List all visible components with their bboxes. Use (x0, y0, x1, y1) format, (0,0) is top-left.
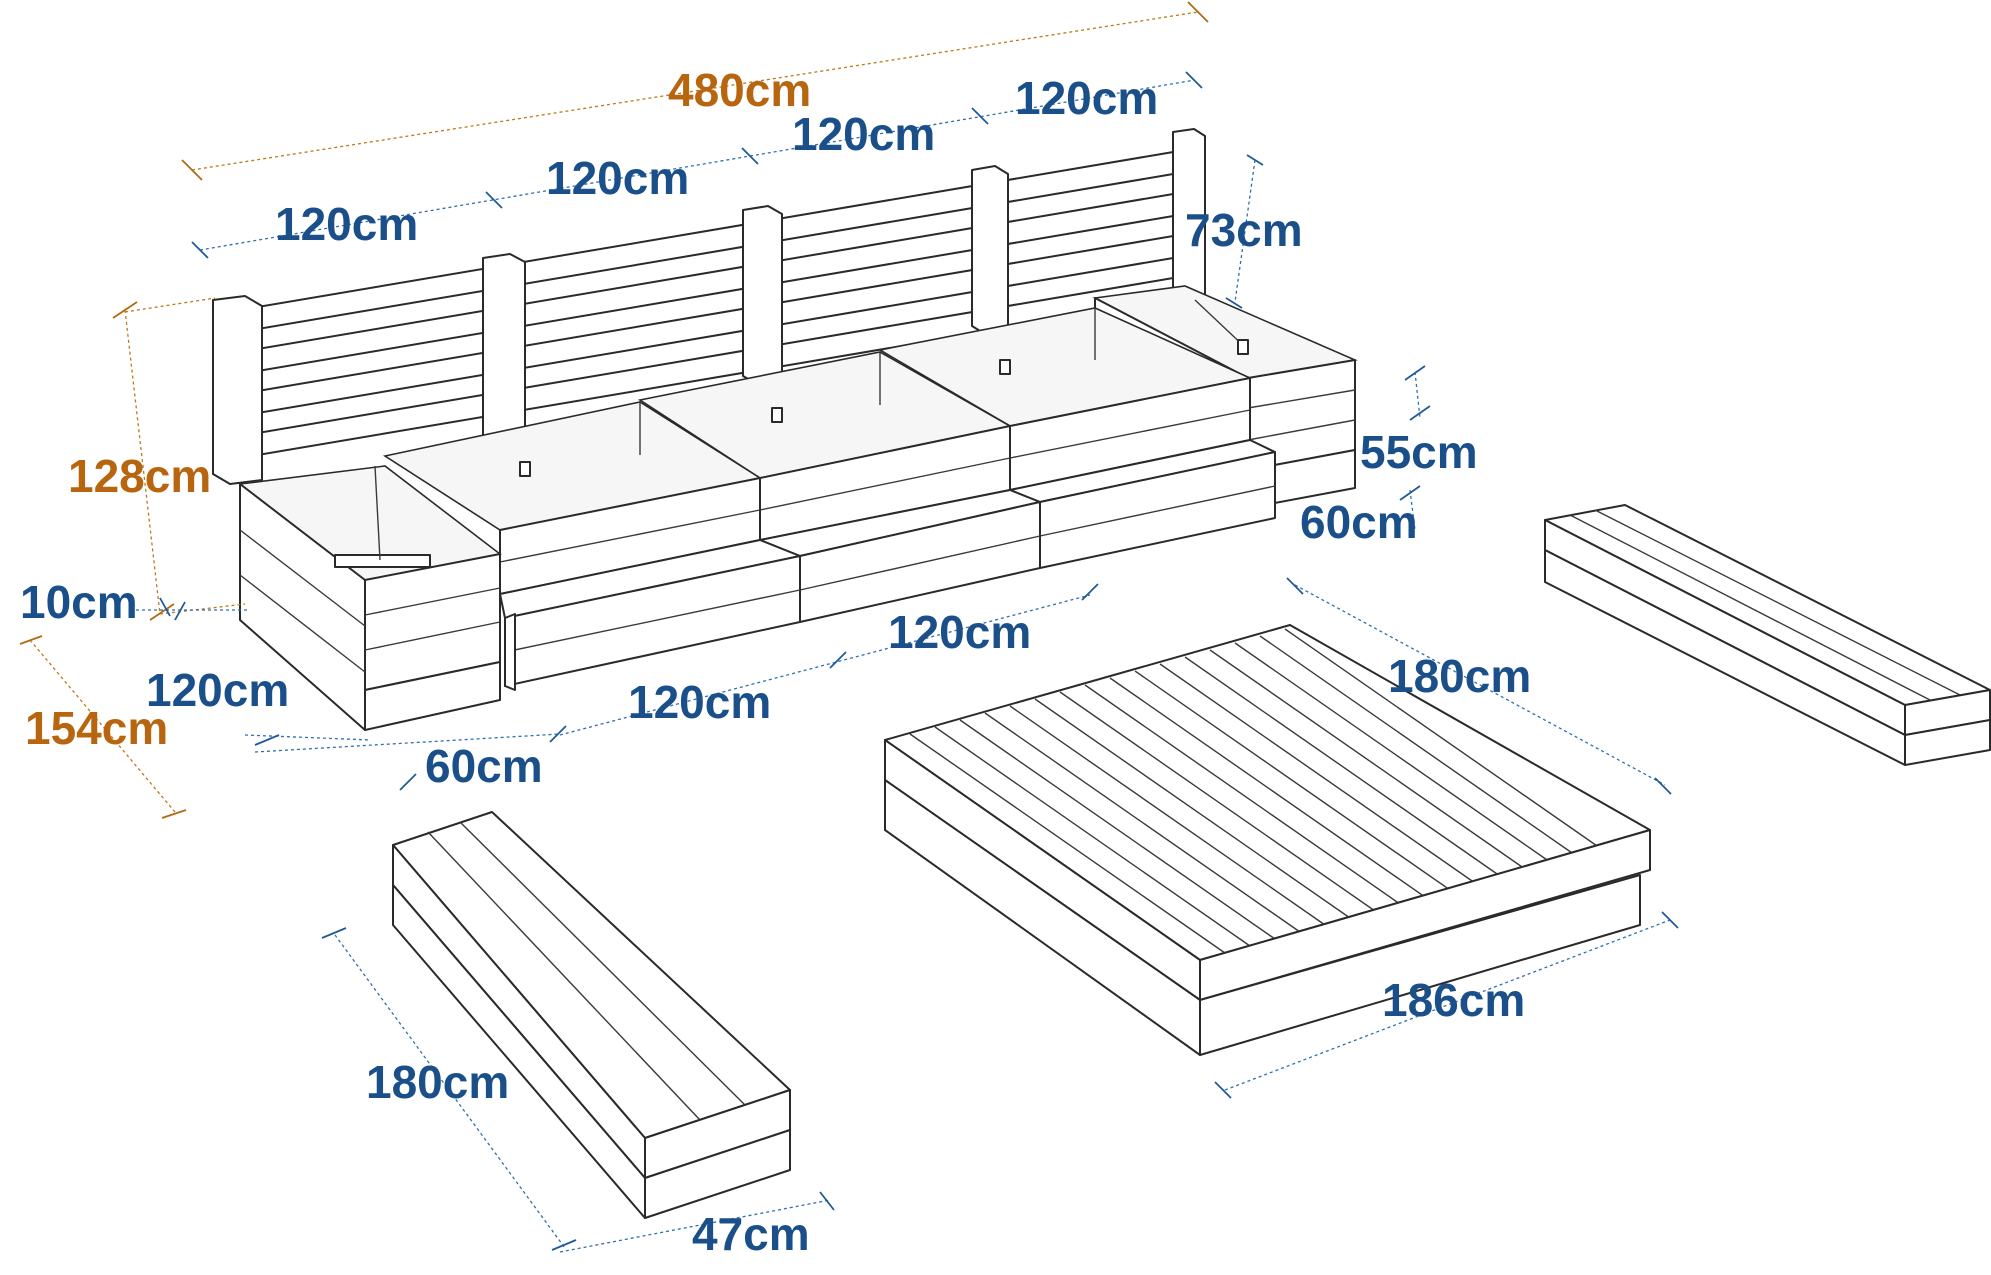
label-total-height: 128cm (68, 450, 211, 502)
platform (884, 624, 1651, 1056)
label-left-module-width: 120cm (146, 664, 289, 716)
dimension-labels: 480cm 120cm 120cm 120cm 120cm 73cm 128cm… (20, 64, 1531, 1260)
platform-slats (909, 628, 1601, 954)
backrest-posts (212, 128, 1206, 485)
label-platform-width: 186cm (1382, 974, 1525, 1026)
backrest (212, 128, 1206, 485)
front-left-loose-bench (392, 811, 791, 1219)
right-loose-bench (1544, 504, 1991, 766)
label-back-segment-4: 120cm (1015, 72, 1158, 124)
left-corner-module (237, 465, 502, 731)
label-right-box-height: 55cm (1360, 426, 1478, 478)
label-total-depth: 154cm (25, 702, 168, 754)
label-platform-depth: 180cm (1388, 650, 1531, 702)
dimension-lines (19, 1, 1679, 1253)
label-front-width: 60cm (425, 740, 543, 792)
label-right-box-depth: 60cm (1300, 496, 1418, 548)
seat-boxes-rear (382, 307, 1253, 595)
label-back-height: 73cm (1185, 204, 1303, 256)
backrest-slats (239, 149, 1186, 459)
label-back-segment-2: 120cm (546, 152, 689, 204)
seat-boxes-front (499, 439, 1276, 691)
label-bench-length: 180cm (366, 1056, 509, 1108)
label-back-segment-3: 120cm (792, 108, 935, 160)
label-front-segment-2: 120cm (888, 606, 1031, 658)
label-total-length: 480cm (668, 64, 811, 116)
label-bench-width: 47cm (692, 1208, 810, 1260)
label-base-offset: 10cm (20, 576, 138, 628)
label-front-segment-1: 120cm (628, 676, 771, 728)
label-back-segment-1: 120cm (275, 198, 418, 250)
